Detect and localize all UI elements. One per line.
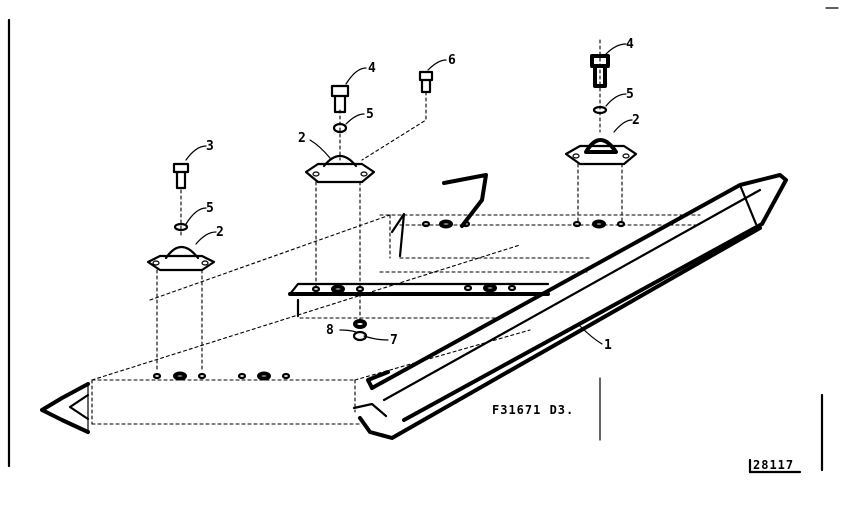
callout-5-center: 5	[366, 107, 374, 122]
callout-2-center: 2	[298, 131, 306, 146]
frame-holes	[152, 219, 626, 381]
page-borders	[7, 7, 839, 472]
callout-5-left: 5	[206, 201, 214, 216]
figure-code: F31671 D3.	[492, 403, 574, 417]
plate-number: 28117	[753, 458, 794, 472]
channel-rail	[352, 173, 788, 441]
callout-3: 3	[206, 139, 214, 154]
mount-left	[146, 162, 216, 373]
callout-6: 6	[448, 53, 456, 68]
cross-bar	[288, 282, 550, 318]
plate-number-box: 28117	[748, 458, 802, 474]
callout-4-center: 4	[368, 61, 376, 76]
callout-labels: 1 2 2 2 3 4 4 5 5 5 6 7 8	[206, 37, 640, 353]
mount-right	[564, 39, 638, 223]
callout-1: 1	[604, 338, 612, 353]
callout-2-left: 2	[216, 225, 224, 240]
hook-bracket	[390, 173, 488, 258]
callout-4-right: 4	[626, 37, 634, 52]
callout-2-right: 2	[632, 113, 640, 128]
mounting-frame	[40, 214, 701, 434]
callout-5-right: 5	[626, 87, 634, 102]
callout-8: 8	[326, 323, 334, 338]
mount-center	[304, 70, 434, 342]
callout-7: 7	[390, 333, 398, 348]
leader-lines	[185, 43, 633, 345]
